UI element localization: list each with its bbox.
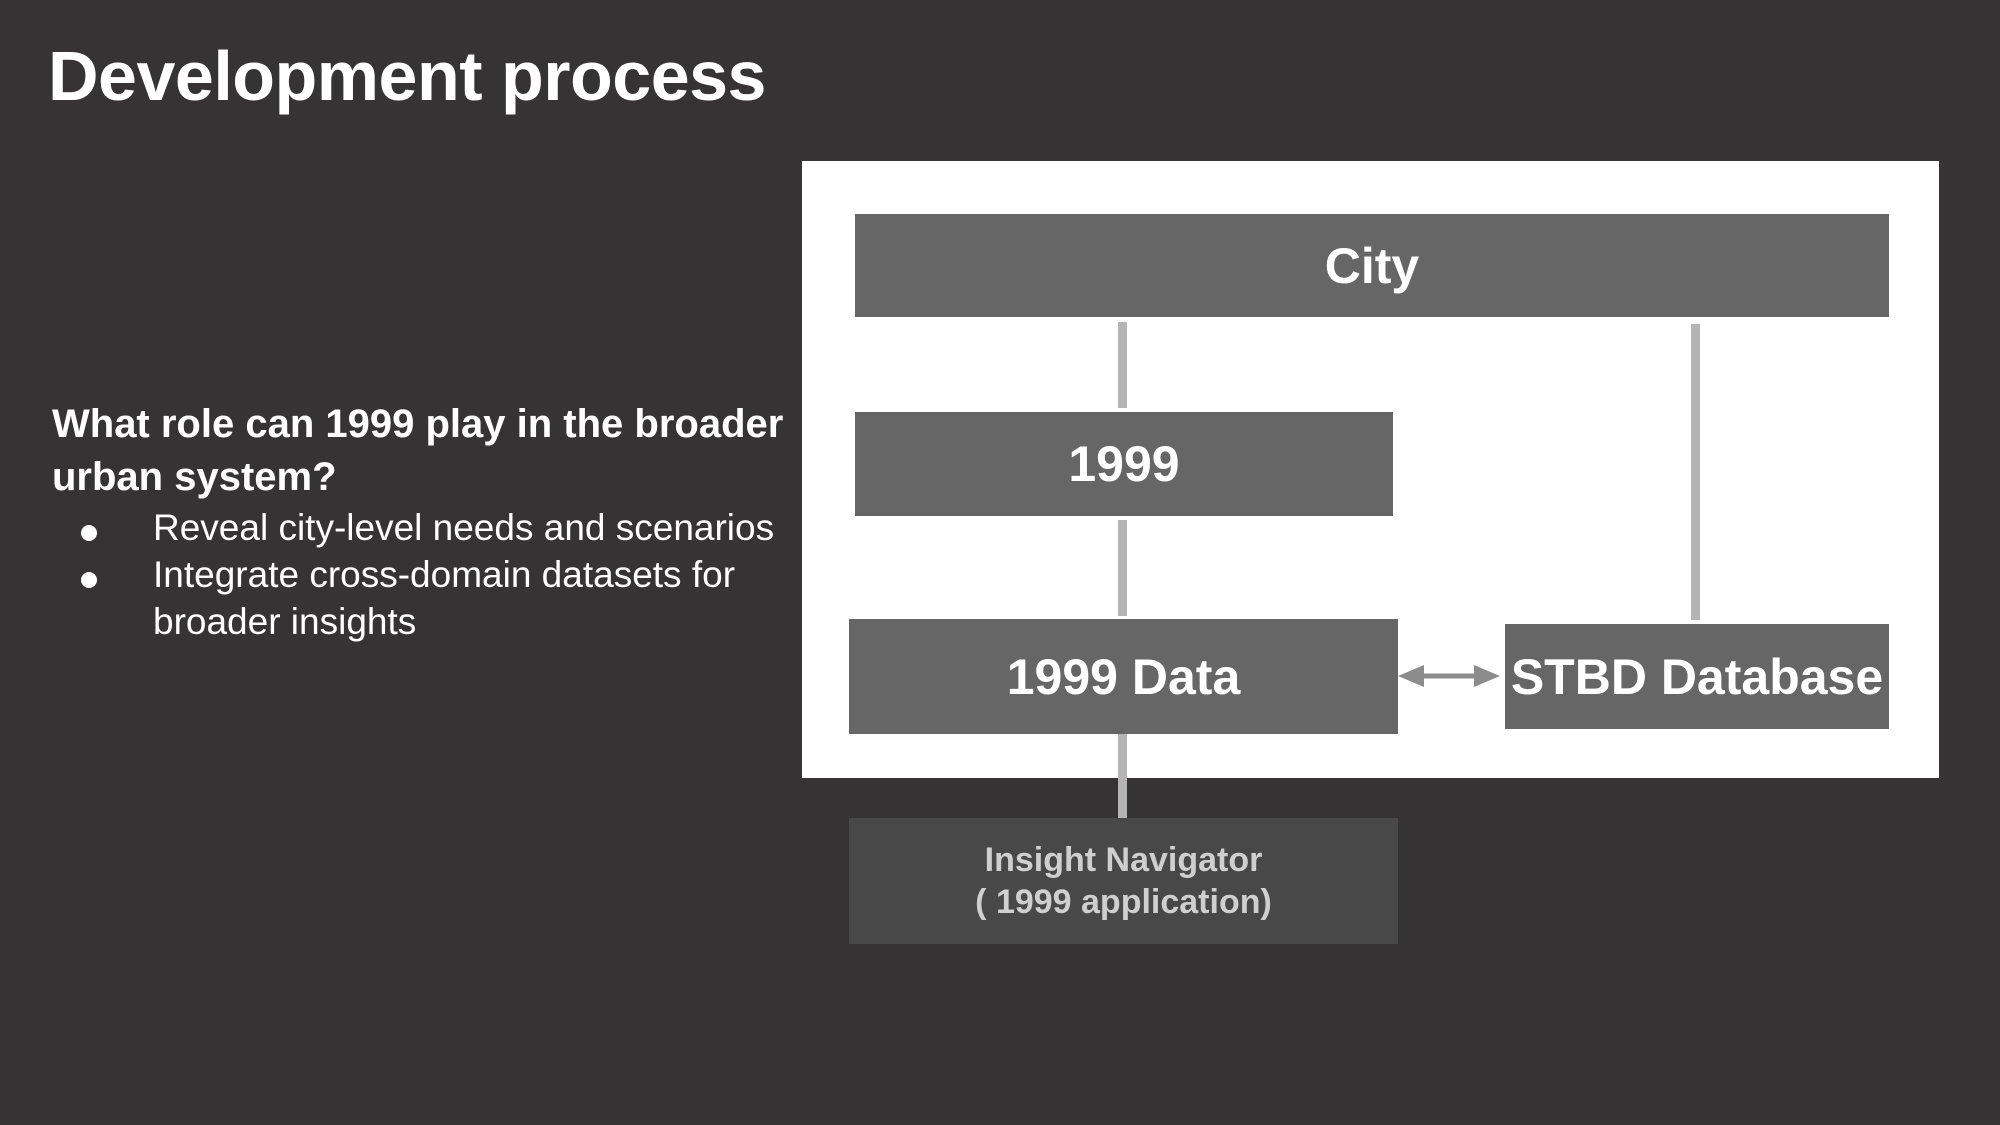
node-stbd-database: STBD Database [1505,624,1889,729]
node-1999-data: 1999 Data [849,619,1398,734]
bullet-dot-icon [81,525,97,541]
node-stbd-database-label: STBD Database [1510,648,1884,705]
connector-data-navigator [1118,734,1127,818]
bullet-dot-icon [81,572,97,588]
bullet-item: Integrate cross-domain datasets for broa… [52,551,792,645]
node-insight-navigator-sublabel: ( 1999 application) [975,883,1272,921]
double-arrow-data-stbd [1398,665,1500,687]
node-1999: 1999 [855,412,1393,516]
node-1999-label: 1999 [1068,436,1180,492]
slide-title: Development process [48,37,766,115]
connector-city-1999 [1118,322,1127,408]
node-insight-navigator-label: Insight Navigator [984,841,1263,879]
node-city-label: City [1324,237,1420,294]
arrow-head-right-icon [1474,665,1500,687]
bullet-text: Reveal city-level needs and scenarios [153,507,775,548]
bullet-text: Integrate cross-domain datasets for broa… [153,554,736,642]
bullet-list: Reveal city-level needs and scenarios In… [52,504,792,645]
arrow-head-left-icon [1398,665,1424,687]
question-heading: What role can 1999 play in the broader u… [52,402,784,499]
node-city: City [855,214,1889,317]
node-insight-navigator: Insight Navigator ( 1999 application) [849,818,1398,944]
connector-city-stbd [1691,324,1700,620]
connector-1999-data [1118,520,1127,616]
bullet-item: Reveal city-level needs and scenarios [52,504,792,551]
node-1999-data-label: 1999 Data [1006,648,1241,705]
left-panel: What role can 1999 play in the broader u… [52,398,792,645]
